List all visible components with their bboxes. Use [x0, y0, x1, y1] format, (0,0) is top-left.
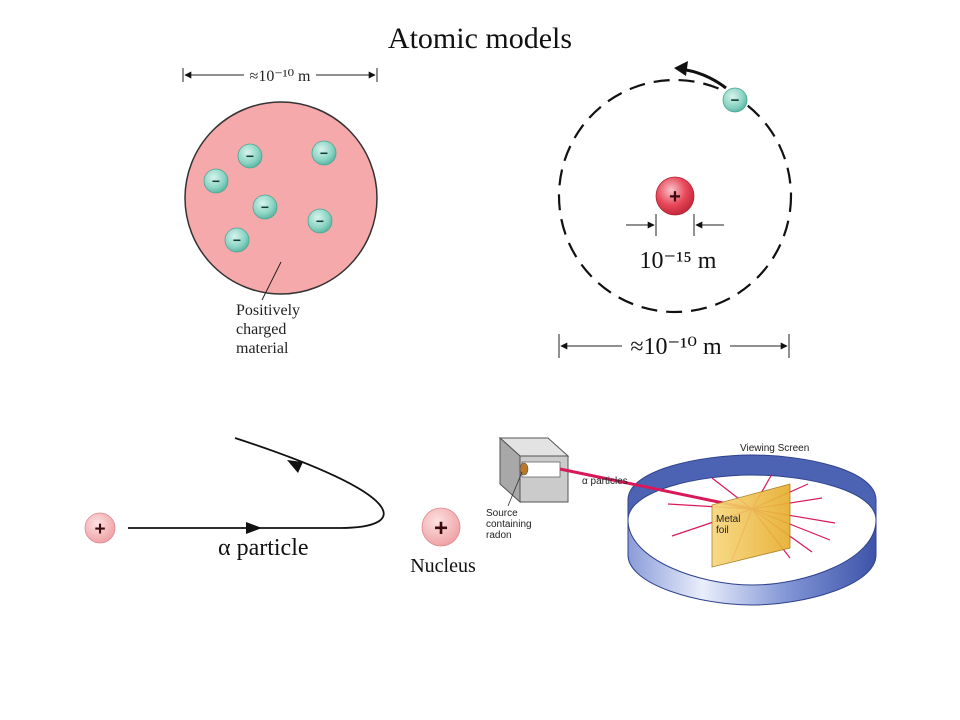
orbit-direction-arrow — [679, 67, 727, 90]
orbit-arrow-head — [674, 61, 688, 76]
scattering-nucleus-sign: + — [434, 515, 448, 542]
nucleus-size-dimension: 10⁻¹⁵ m — [626, 214, 724, 274]
material-label-line: material — [236, 340, 289, 357]
nucleus-label: Nucleus — [410, 555, 476, 577]
thomson-electron: − — [224, 227, 250, 253]
source-label-line: Source — [486, 508, 518, 519]
alpha-scattering: + α particle + Nucleus — [84, 437, 476, 577]
material-label-line: Positively — [236, 302, 300, 319]
foil-label: Metal foil — [716, 514, 743, 536]
scattering-apparatus: Source containing radon α particles Meta… — [486, 436, 877, 606]
material-leader-line — [261, 261, 282, 301]
thomson-electron: − — [252, 194, 278, 220]
scattering-nucleus: + — [421, 507, 461, 547]
trajectory-arrow-outgoing — [287, 460, 303, 473]
alpha-particle: + — [84, 512, 116, 544]
orbiting-electron: − — [722, 87, 748, 113]
source-label-line: containing — [486, 519, 532, 530]
electron-sign: − — [233, 232, 241, 248]
electron-sign: − — [261, 199, 269, 215]
alpha-sign: + — [94, 519, 105, 540]
radon-source-box — [498, 436, 570, 504]
nucleus: + — [655, 176, 695, 216]
source-label: Source containing radon — [486, 508, 534, 541]
positive-material-sphere — [184, 101, 378, 295]
atom-size-dimension: ≈10⁻¹⁰ m — [558, 334, 790, 360]
thomson-size-label: ≈10⁻¹⁰ m — [250, 68, 311, 85]
thomson-size-dimension: ≈10⁻¹⁰ m — [182, 68, 378, 85]
thomson-electron: − — [311, 140, 337, 166]
electron-orbit — [557, 78, 793, 314]
rutherford-model: − + 10⁻¹⁵ m ≈10⁻¹⁰ m — [557, 61, 793, 360]
material-label-line: charged — [236, 321, 286, 338]
foil-label-line: Metal — [716, 514, 740, 525]
thomson-electron: − — [203, 168, 229, 194]
thomson-electron: − — [307, 208, 333, 234]
nucleus-sign: + — [669, 186, 681, 208]
electron-sign: − — [316, 213, 324, 229]
electron-sign: − — [246, 148, 254, 164]
thomson-model: ≈10⁻¹⁰ m − − − − − − Positively — [182, 68, 378, 357]
viewing-screen-front — [627, 519, 877, 606]
electron-sign: − — [212, 173, 220, 189]
electron-sign: − — [731, 92, 740, 109]
thomson-electron: − — [237, 143, 263, 169]
metal-foil — [711, 483, 791, 568]
foil-label-line: foil — [716, 525, 729, 536]
nucleus-size-label: 10⁻¹⁵ m — [640, 248, 717, 274]
page-title: Atomic models — [388, 22, 572, 55]
viewing-screen-label: Viewing Screen — [740, 443, 809, 454]
source-label-line: radon — [486, 530, 512, 541]
electron-sign: − — [320, 145, 328, 161]
atom-size-label: ≈10⁻¹⁰ m — [630, 334, 722, 360]
alpha-beam — [559, 467, 753, 511]
alpha-trajectory — [128, 437, 385, 529]
source-leader-line — [507, 471, 523, 507]
alpha-label: α particle — [218, 535, 309, 561]
material-label: Positively charged material — [236, 302, 304, 357]
trajectory-arrow-incoming — [246, 522, 262, 534]
alpha-particles-label: α particles — [582, 476, 628, 487]
